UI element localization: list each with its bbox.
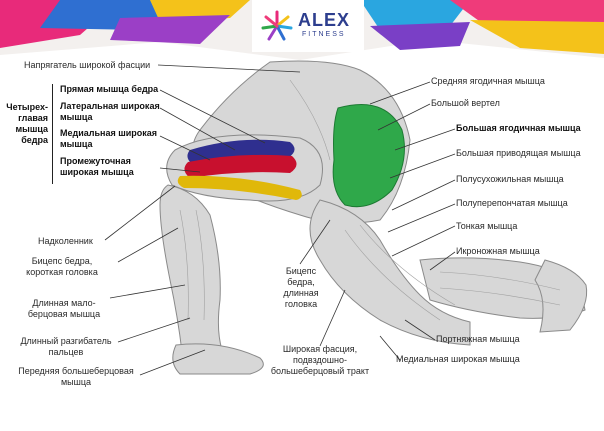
label-vastus-medialis-line-2: мышца [60, 139, 93, 149]
muscle-texture [179, 79, 561, 321]
label-biceps-short-line-2: короткая головка [26, 267, 98, 277]
group-line-2: главая [18, 113, 48, 123]
label-gluteus-maximus: Большая ягодичная мышца [456, 123, 581, 133]
label-tibialis-anterior: Передняя большеберцовая мышца [12, 366, 140, 388]
label-gastrocnemius: Икроножная мышца [456, 246, 540, 256]
gluteus-maximus-shape [332, 104, 405, 208]
label-vastus-medialis: Медиальная широкая мышца [60, 128, 157, 150]
label-rectus-femoris: Прямая мышца бедра [60, 84, 159, 94]
label-tibialis-line-2: мышца [60, 377, 92, 387]
label-gluteus-medius: Средняя ягодичная мышца [431, 76, 545, 86]
label-sartorius: Портняжная мышца [436, 334, 520, 344]
label-it-band-line-1: Широкая фасция, [282, 344, 358, 354]
label-biceps-long-line-2: бедра, [287, 277, 315, 287]
label-vastus-intermedius-line-1: Промежуточная [60, 156, 131, 166]
label-gracilis: Тонкая мышца [456, 221, 518, 231]
label-biceps-long: Бицепс бедра, длинная головка [274, 266, 328, 310]
label-semitendinosus: Полусухожильная мышца [456, 174, 564, 184]
label-vastus-lateralis-line-1: Латеральная широкая [60, 101, 160, 111]
quadriceps-group-label: Четырех- главая мышца бедра [2, 102, 48, 146]
label-extensor-line-2: пальцев [48, 347, 84, 357]
label-peroneus-line-2: берцовая мышца [27, 309, 101, 319]
label-greater-trochanter: Большой вертел [431, 98, 500, 108]
quadriceps-highlight [177, 139, 302, 200]
label-it-band-line-2: подвздошно- [293, 355, 347, 365]
label-patella: Надколенник [38, 236, 93, 246]
label-semimembranosus: Полуперепончатая мышца [456, 198, 568, 208]
label-extensor-line-1: Длинный разгибатель [20, 336, 112, 346]
alex-fitness-logo: ALEX FITNESS [258, 6, 354, 46]
rectus-femoris-shape [184, 154, 297, 178]
label-biceps-long-line-1: Бицепс [285, 266, 317, 276]
brand-name: ALEX [298, 10, 351, 30]
vastus-medialis-shape [177, 175, 302, 200]
label-vastus-lateralis: Латеральная широкая мышца [60, 101, 160, 123]
label-vastus-medialis-right: Медиальная широкая мышца [396, 354, 520, 364]
label-adductor-magnus: Большая приводящая мышца [456, 148, 581, 158]
brand-tagline: FITNESS [302, 31, 346, 38]
quadriceps-brace [52, 84, 56, 184]
label-vastus-medialis-line-1: Медиальная широкая [60, 128, 157, 138]
label-fascia-tensor: Напрягатель широкой фасции [24, 60, 151, 70]
group-line-4: бедра [21, 135, 48, 145]
label-biceps-short: Бицепс бедра, короткая головка [12, 256, 112, 278]
label-biceps-long-line-3: длинная [283, 288, 319, 298]
group-line-3: мышца [15, 124, 49, 134]
label-vastus-intermedius-line-2: широкая мышца [60, 167, 134, 177]
label-peroneus-line-1: Длинная мало- [32, 298, 96, 308]
label-biceps-long-line-4: головка [284, 299, 318, 309]
group-line-1: Четырех- [6, 102, 48, 112]
label-tibialis-line-1: Передняя большеберцовая [18, 366, 134, 376]
label-it-band: Широкая фасция, подвздошно- большеберцов… [264, 344, 376, 377]
label-extensor-digitorum: Длинный разгибатель пальцев [14, 336, 118, 358]
label-peroneus-longus: Длинная мало- берцовая мышца [24, 298, 104, 320]
label-biceps-short-line-1: Бицепс бедра, [31, 256, 93, 266]
leader-lines [104, 64, 456, 376]
label-vastus-lateralis-line-2: мышца [60, 112, 93, 122]
brand-star-icon [261, 10, 293, 41]
label-it-band-line-3: большеберцовый тракт [270, 366, 370, 376]
label-vastus-intermedius: Промежуточная широкая мышца [60, 156, 134, 178]
